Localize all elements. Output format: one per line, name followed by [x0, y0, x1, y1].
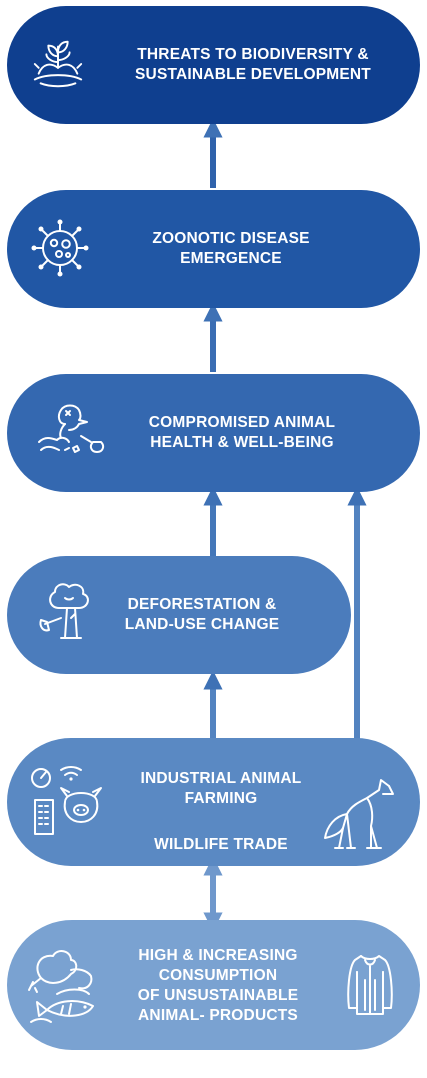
zoonotic-box: ZOONOTIC DISEASE EMERGENCE — [7, 190, 420, 308]
farming-label: INDUSTRIAL ANIMAL FARMING WILDLIFE TRADE — [140, 770, 302, 853]
pig-farm-icon — [29, 764, 113, 844]
health-label: COMPROMISED ANIMAL HEALTH & WELL-BEING — [148, 414, 336, 451]
sick-bird-icon — [35, 394, 119, 460]
consumption-box: HIGH & INCREASING CONSUMPTION OF UNSUSTA… — [7, 920, 420, 1050]
fox-icon — [321, 776, 397, 856]
threats-label: THREATS TO BIODIVERSITY & SUSTAINABLE DE… — [135, 46, 371, 83]
zoonotic-label: ZOONOTIC DISEASE EMERGENCE — [152, 230, 310, 267]
tree-axe-icon — [37, 578, 101, 644]
deforestation-label: DEFORESTATION & LAND-USE CHANGE — [124, 596, 280, 633]
planet-sprout-icon — [29, 34, 87, 94]
deforestation-box: DEFORESTATION & LAND-USE CHANGE — [7, 556, 351, 674]
farming-box: INDUSTRIAL ANIMAL FARMING WILDLIFE TRADE — [7, 738, 420, 866]
fur-coat-icon — [345, 952, 395, 1018]
consumption-label: HIGH & INCREASING CONSUMPTION OF UNSUSTA… — [137, 947, 299, 1024]
meat-fish-icon — [27, 944, 113, 1036]
virus-icon — [29, 217, 91, 279]
threats-box: THREATS TO BIODIVERSITY & SUSTAINABLE DE… — [7, 6, 420, 124]
health-box: COMPROMISED ANIMAL HEALTH & WELL-BEING — [7, 374, 420, 492]
